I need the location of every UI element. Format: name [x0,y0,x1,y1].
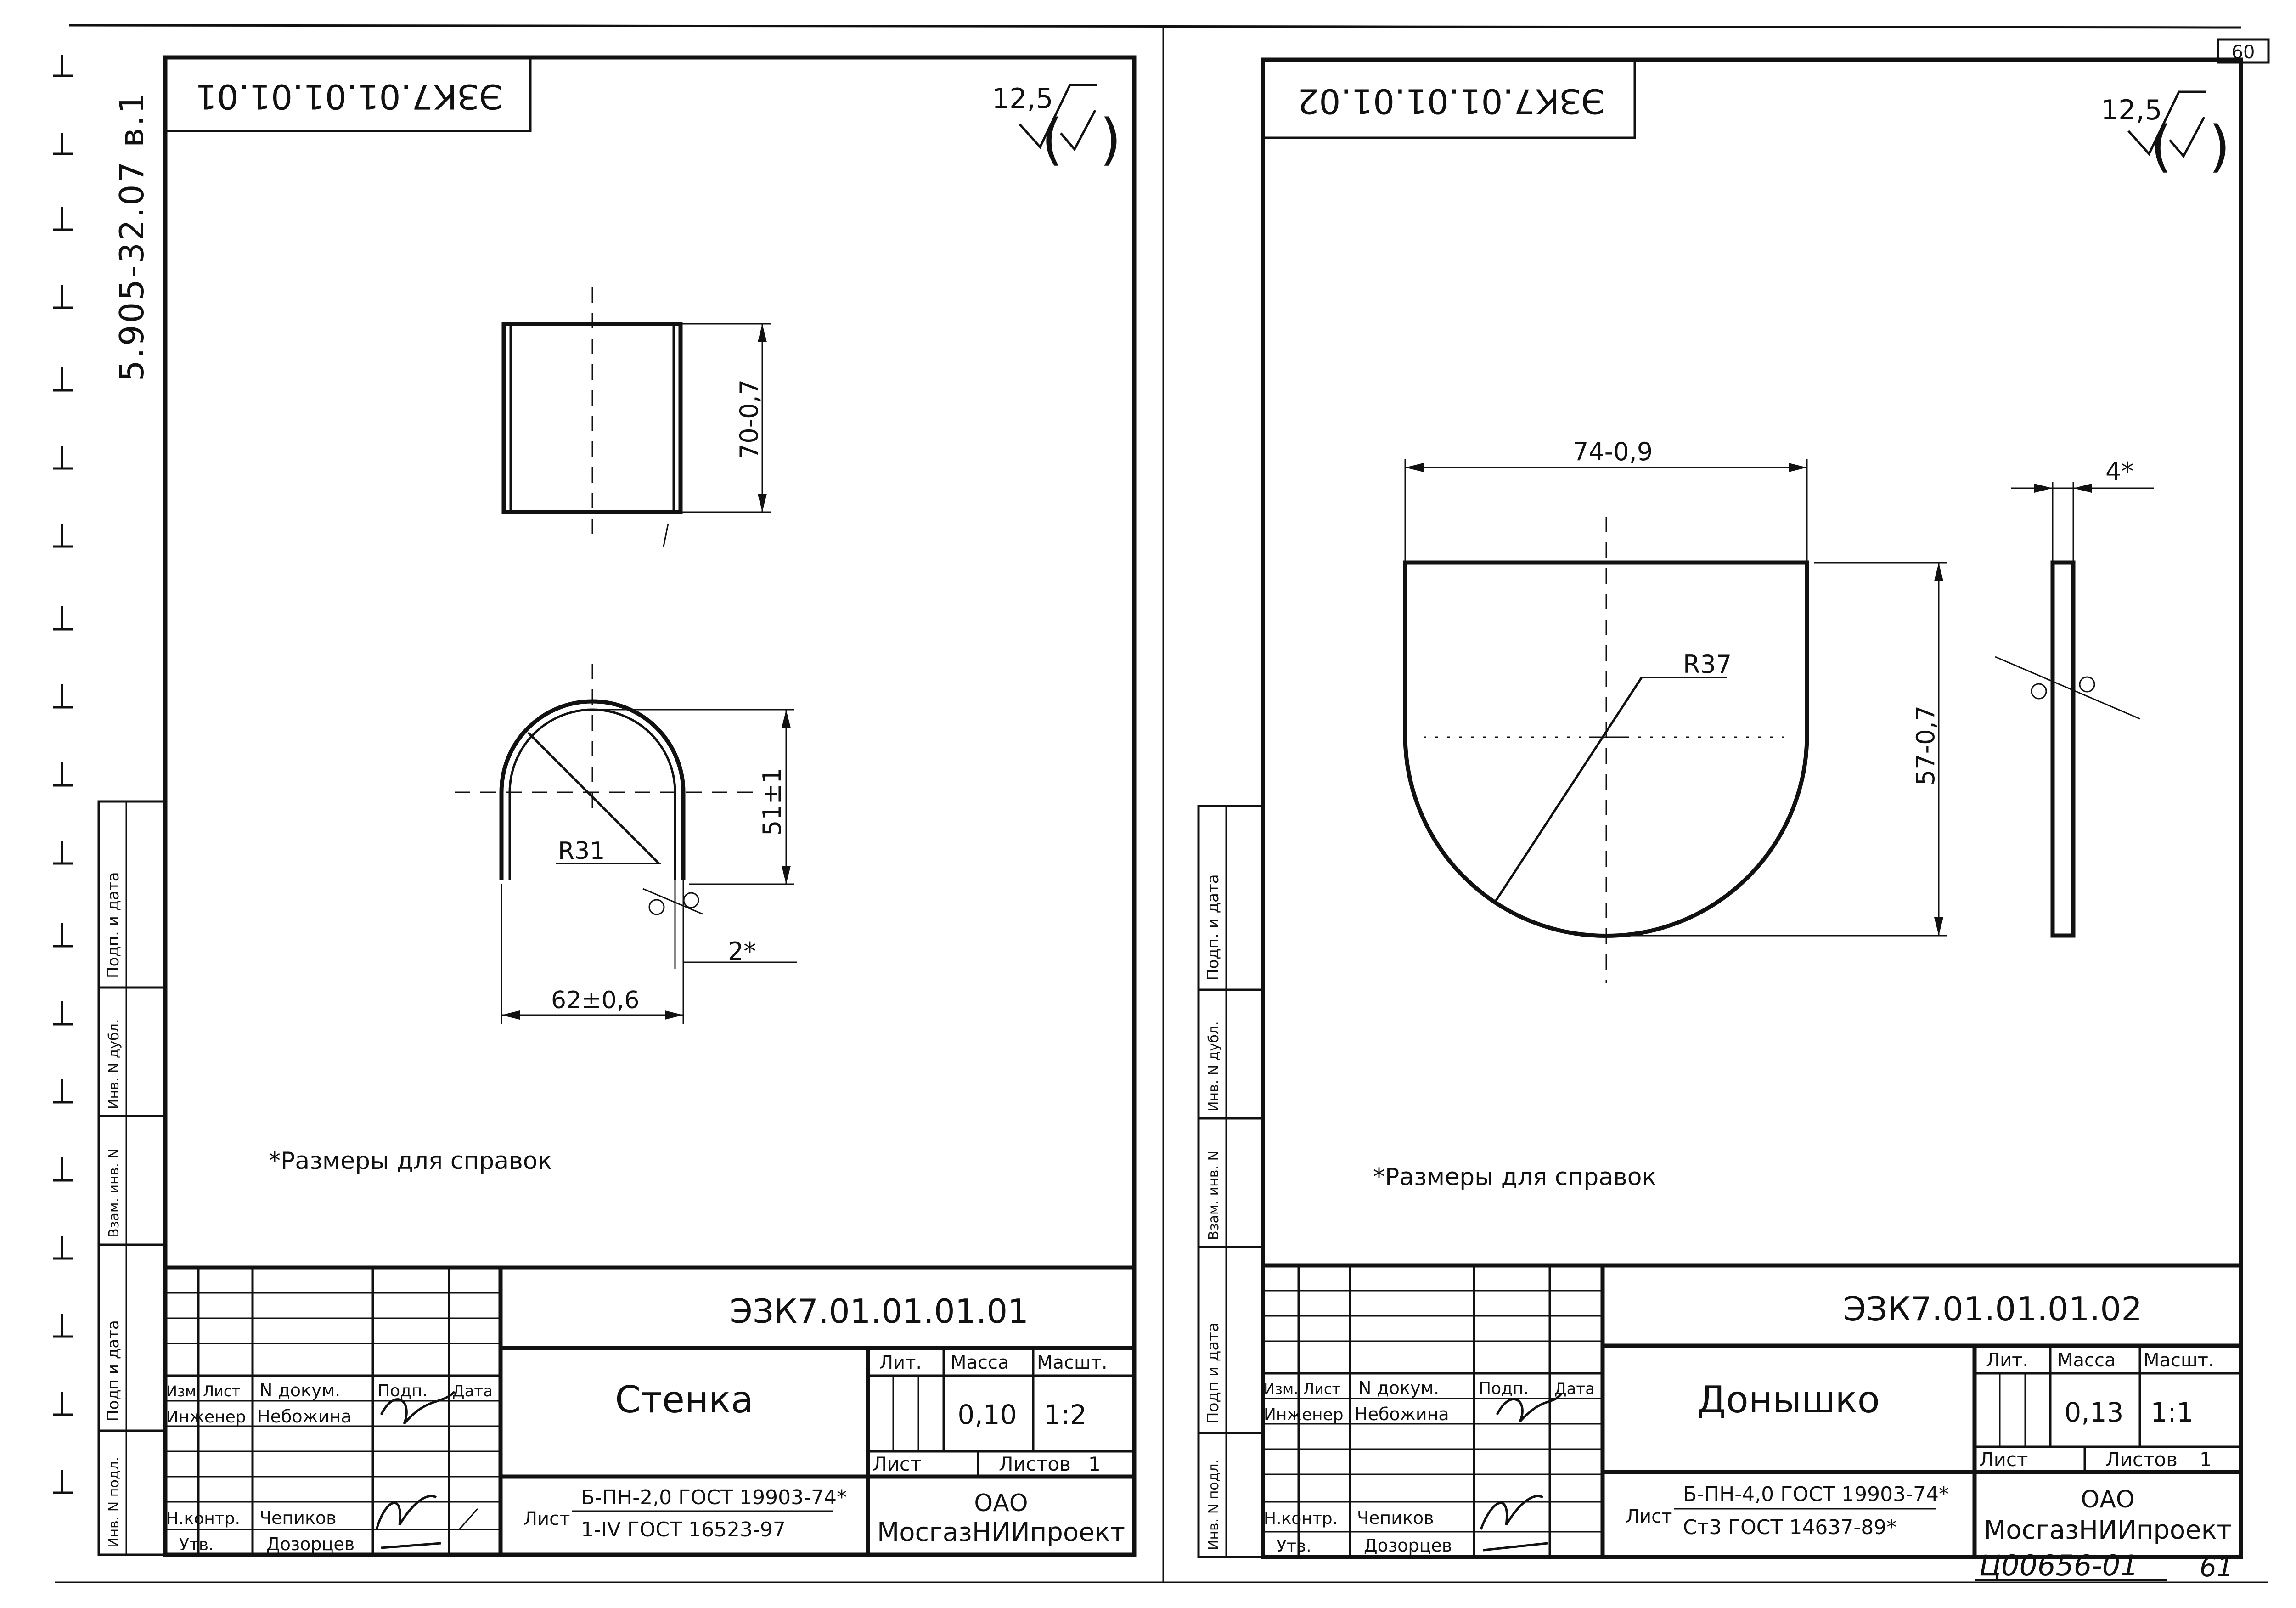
dim-radius: R37 [1683,650,1732,679]
svg-text:Лист: Лист [872,1453,921,1475]
dim-height: 57-0,7 [1911,705,1940,785]
dim-height: 70-0,7 [735,379,764,459]
material-line-1: Б-ПН-2,0 ГОСТ 19903-74* [581,1486,847,1509]
svg-text:): ) [2209,115,2230,179]
part-name: Стенка [615,1378,753,1421]
material-line-2: Ст3 ГОСТ 14637-89* [1683,1516,1896,1539]
title-code: ЭЗК7.01.01.01.02 [1843,1290,2142,1328]
side-stamp-label: Инв. N подл. [106,1457,122,1548]
svg-text:1: 1 [1088,1453,1101,1475]
wall-bent-view: R31 51±1 2* 62±0,6 [455,664,797,1024]
svg-text:Дата: Дата [452,1382,493,1400]
svg-text:Лист: Лист [1979,1448,2028,1471]
svg-text:Инженер: Инженер [1264,1405,1344,1424]
right-title-block: Изм. Лист N докум. Подп. Дата Инженер Не… [1263,1263,2241,1557]
organization: МосгазНИИпроект [877,1518,1125,1547]
svg-text:Н.контр.: Н.контр. [1264,1509,1338,1528]
svg-text:Листов: Листов [2105,1448,2178,1471]
bottom-stamp: Ц00656-01 [1979,1549,2138,1582]
svg-text:): ) [1100,108,1121,172]
dim-thickness: 4* [2105,457,2133,486]
side-stamp-label: Подп. и дата [1204,874,1222,981]
svg-text:Инженер: Инженер [166,1408,246,1427]
svg-text:Н.контр.: Н.контр. [166,1509,240,1528]
svg-text:Лит.: Лит. [1986,1350,2028,1371]
side-stamp-label: Взам. инв. N [106,1148,122,1238]
svg-text:Чепиков: Чепиков [1357,1508,1434,1528]
mass-value: 0,13 [2064,1397,2123,1428]
dim-width: 74-0,9 [1573,437,1653,466]
left-side-stamp: Подп. и дата Инв. N дубл. Взам. инв. N П… [97,800,167,1556]
side-stamp-label: Подп. и дата [104,872,123,978]
right-sheet: Подп. и дата Инв. N дубл. Взам. инв. N П… [1197,57,2243,1559]
svg-text:Утв.: Утв. [1277,1537,1311,1556]
svg-text:ОАО: ОАО [974,1490,1028,1517]
dim-radius: R31 [558,837,605,865]
left-title-block: Изм. Лист N докум. Подп. Дата Инженер Не… [165,1265,1134,1555]
svg-text:Листов: Листов [999,1453,1071,1475]
dim-arch-height: 51±1 [758,768,787,836]
svg-text:Небожина: Небожина [257,1406,352,1427]
svg-text:Лит.: Лит. [879,1352,922,1373]
part-name: Донышко [1697,1378,1880,1421]
svg-text:(: ( [2150,115,2172,179]
svg-text:Подп.: Подп. [377,1382,428,1400]
bottom-plate-view: R37 74-0,9 57-0,7 [1403,437,1947,983]
svg-text:Масшт.: Масшт. [2144,1350,2214,1371]
bottom-page-number: 61 [2200,1552,2234,1583]
svg-text:Дозорцев: Дозорцев [266,1534,355,1554]
svg-text:Изм.: Изм. [166,1382,201,1400]
svg-text:(: ( [1041,108,1063,172]
svg-text:Утв.: Утв. [179,1535,214,1554]
svg-text:Масшт.: Масшт. [1037,1352,1108,1373]
side-stamp-label: Инв. N дубл. [106,1019,122,1110]
mass-value: 0,10 [957,1399,1017,1430]
material-line-1: Б-ПН-4,0 ГОСТ 19903-74* [1683,1483,1949,1506]
dim-width: 62±0,6 [551,987,639,1014]
side-stamp-label: Подп и дата [1204,1322,1222,1424]
side-stamp-label: Подп и дата [104,1320,123,1422]
right-side-stamp: Подп. и дата Инв. N дубл. Взам. инв. N П… [1197,805,1264,1558]
svg-text:ОАО: ОАО [2081,1486,2134,1513]
svg-text:Масса: Масса [2057,1350,2116,1371]
series-id: 5.905-32.07 в.1 [113,91,151,381]
svg-text:Чепиков: Чепиков [259,1508,337,1528]
wall-front-view: 70-0,7 [501,287,771,547]
svg-text:Лист: Лист [1626,1506,1672,1527]
svg-text:1: 1 [2200,1448,2212,1471]
svg-text:Подп.: Подп. [1479,1379,1529,1398]
svg-text:Небожина: Небожина [1355,1404,1449,1424]
left-sheet: Подп. и дата Инв. N дубл. Взам. инв. N П… [97,55,1137,1557]
reference-note: *Размеры для справок [269,1147,552,1175]
title-code: ЭЗК7.01.01.01.01 [730,1292,1029,1331]
side-stamp-label: Взам. инв. N [1206,1151,1222,1240]
side-stamp-label: Инв. N подл. [1206,1459,1222,1550]
organization: МосгазНИИпроект [1984,1515,2232,1545]
roughness-symbol: 12,5 ( ) [2101,90,2230,179]
svg-text:12,5: 12,5 [2101,94,2162,126]
side-stamp-label: Инв. N дубл. [1206,1021,1222,1112]
mirrored-code: ЭЗК7.01.01.01.01 [195,76,502,116]
scale-value: 1:1 [2150,1397,2193,1428]
reference-note: *Размеры для справок [1373,1163,1656,1191]
svg-text:N докум.: N докум. [1358,1378,1439,1398]
scale-value: 1:2 [1044,1399,1086,1430]
svg-text:Изм.: Изм. [1264,1380,1298,1398]
dim-thickness: 2* [728,937,756,966]
svg-text:N докум.: N докум. [259,1380,340,1400]
material-line-2: 1-IV ГОСТ 16523-97 [581,1518,786,1541]
roughness-symbol: 12,5 ( ) [992,83,1121,172]
svg-text:Лист: Лист [523,1508,570,1529]
svg-text:Лист: Лист [203,1382,240,1400]
mirrored-code: ЭЗК7.01.01.01.02 [1297,81,1604,120]
bottom-plate-side-view: 4* [1995,457,2154,938]
svg-text:Лист: Лист [1303,1380,1340,1398]
margin-ticks [53,55,73,1494]
svg-text:Масса: Масса [951,1352,1009,1373]
svg-text:Дозорцев: Дозорцев [1364,1535,1452,1556]
svg-text:12,5: 12,5 [992,83,1053,115]
